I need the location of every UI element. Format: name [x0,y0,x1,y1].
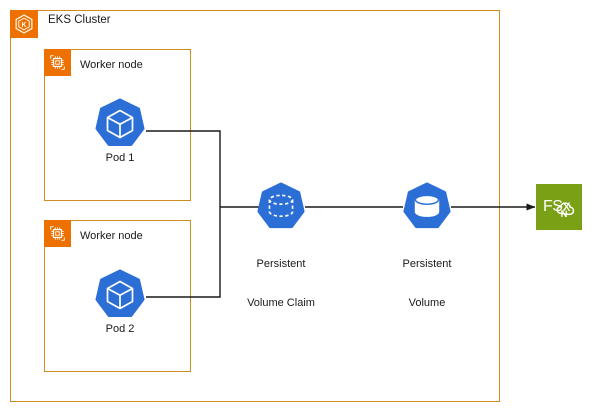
worker-node-1-label: Worker node [80,59,143,71]
cpu-chip-icon [44,49,71,76]
aws-fsx-netapp-ontap-icon: FSx N [536,184,582,230]
eks-cluster-label: EKS Cluster [48,14,111,26]
svg-text:K: K [22,22,27,29]
pod-2-label: Pod 2 [105,323,135,335]
pvc-label-line-1: Persistent [256,258,306,270]
persistent-volume-claim-label: Persistent Volume Claim [221,232,341,336]
persistent-volume-label: Persistent Volume [368,232,486,336]
pod-1-label: Pod 1 [105,152,135,164]
pvc-label-line-2: Volume Claim [247,297,315,309]
pod-1-icon [94,98,146,155]
cpu-chip-icon [44,220,71,247]
pv-label-line-2: Volume [408,297,446,309]
pv-label-line-1: Persistent [402,258,452,270]
fsx-text: FSx [543,198,570,215]
worker-node-1-group [44,49,191,201]
fsx-netapp-n-letter: N [561,209,568,220]
worker-node-2-label: Worker node [80,230,143,242]
persistent-volume-claim-icon [256,182,306,237]
pod-2-icon [94,269,146,326]
eks-cluster-icon: K [10,10,38,38]
eks-cluster-group [10,10,500,402]
persistent-volume-icon [402,182,452,237]
